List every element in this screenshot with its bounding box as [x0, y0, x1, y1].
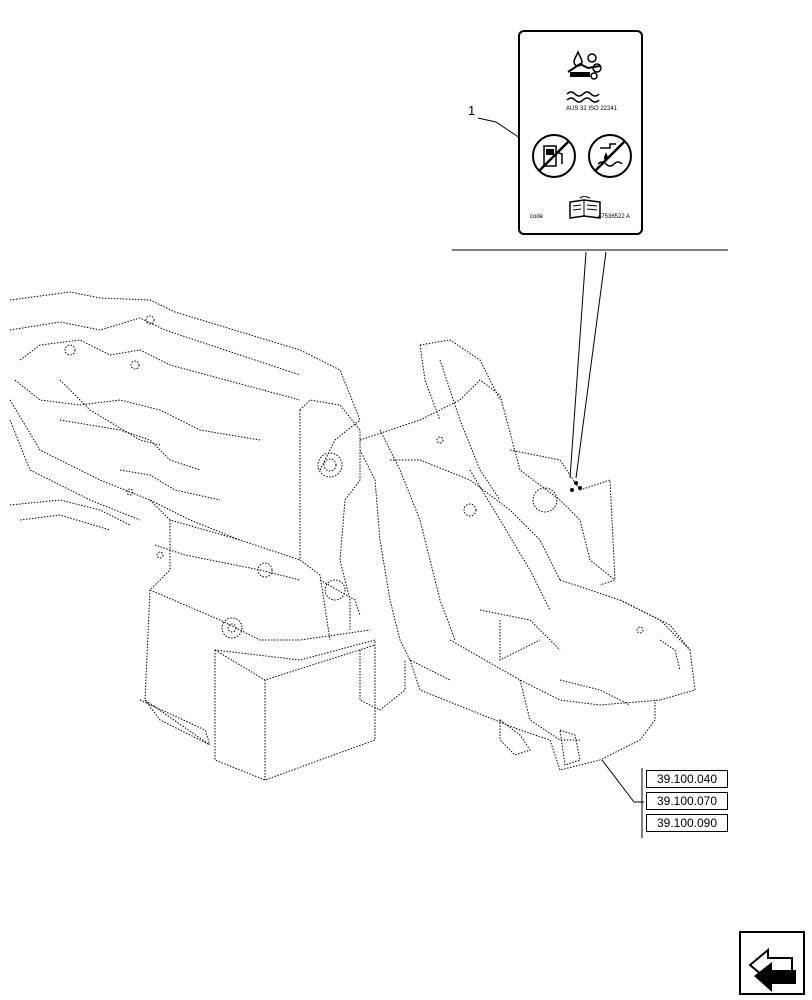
manual-book-icon — [569, 196, 601, 219]
decal-label: AUS 32 ISO 22241 code 47536522 A — [518, 30, 643, 235]
callout-number: 1 — [468, 103, 476, 118]
reference-link-39-100-090[interactable]: 39.100.090 — [646, 814, 728, 832]
wave-lines-icon — [566, 91, 600, 103]
def-fluid-icon — [567, 49, 602, 80]
reference-link-39-100-040[interactable]: 39.100.040 — [646, 770, 728, 788]
no-diesel-icon — [532, 134, 576, 178]
reference-link-39-100-070[interactable]: 39.100.070 — [646, 792, 728, 810]
reference-bracket — [601, 759, 644, 838]
frame-details — [64, 315, 644, 639]
decal-location-marker — [570, 481, 582, 492]
navigation-arrow-icon[interactable] — [739, 931, 805, 995]
frame-outline — [9, 291, 696, 781]
decal-pointer-lines — [452, 117, 728, 479]
decal-code-label: code — [530, 214, 544, 220]
decal-part-number: 47536522 A — [598, 214, 631, 220]
no-water-icon — [588, 134, 632, 178]
decal-spec-text: AUS 32 ISO 22241 — [566, 106, 618, 112]
